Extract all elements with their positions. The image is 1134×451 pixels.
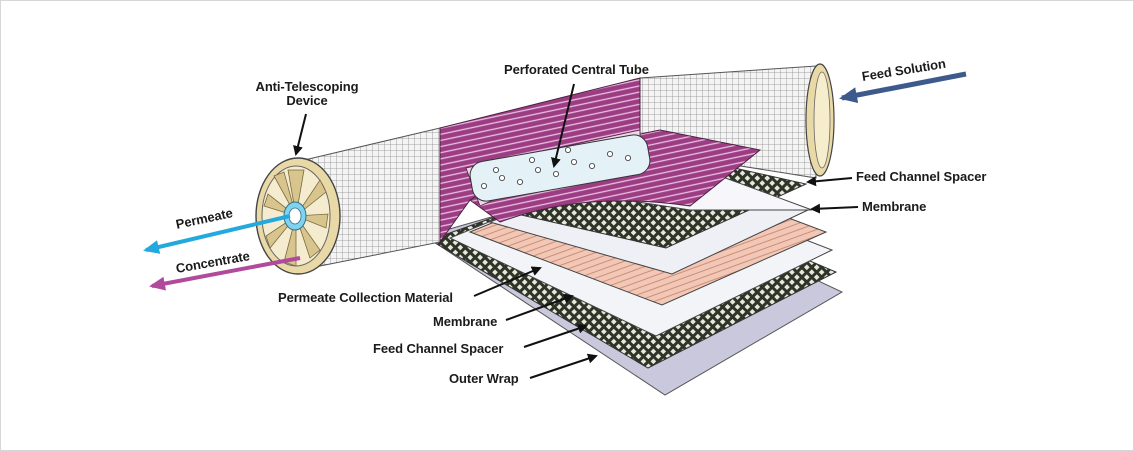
central-tube-bore: [288, 207, 302, 225]
anti-telescoping-label-line2: Device: [286, 93, 328, 108]
black-arrow-icon: [523, 323, 588, 348]
black-arrow-icon: [810, 203, 859, 214]
feed-solution-arrow-icon: [839, 71, 967, 104]
perforated-central-tube-label: Perforated Central Tube: [504, 62, 649, 77]
membrane-top-label: Membrane: [862, 199, 927, 214]
perforated-central-tube: [469, 134, 651, 202]
anti-telescoping-label-line1: Anti-Telescoping: [255, 79, 359, 94]
black-arrow-icon: [806, 176, 853, 187]
black-arrow-icon: [529, 353, 598, 379]
feed-channel-spacer-bottom-label: Feed Channel Spacer: [373, 341, 504, 356]
feed-channel-spacer-top-label: Feed Channel Spacer: [856, 169, 987, 184]
right-end-cap-inner: [813, 71, 831, 169]
black-arrow-icon: [473, 266, 542, 297]
concentrate-arrow-icon: [149, 256, 301, 291]
black-arrow-icon: [505, 294, 574, 321]
permeate-collection-material-label: Permeate Collection Material: [278, 290, 453, 305]
anti-telescoping-label: Anti-Telescoping Device: [246, 80, 368, 108]
membrane-bottom-label: Membrane: [433, 314, 498, 329]
outer-wrap-label: Outer Wrap: [449, 371, 519, 386]
black-arrow-icon: [551, 83, 575, 168]
tube-perforations: [480, 146, 632, 189]
black-arrow-icon: [293, 113, 307, 156]
permeate-arrow-icon: [143, 214, 291, 254]
